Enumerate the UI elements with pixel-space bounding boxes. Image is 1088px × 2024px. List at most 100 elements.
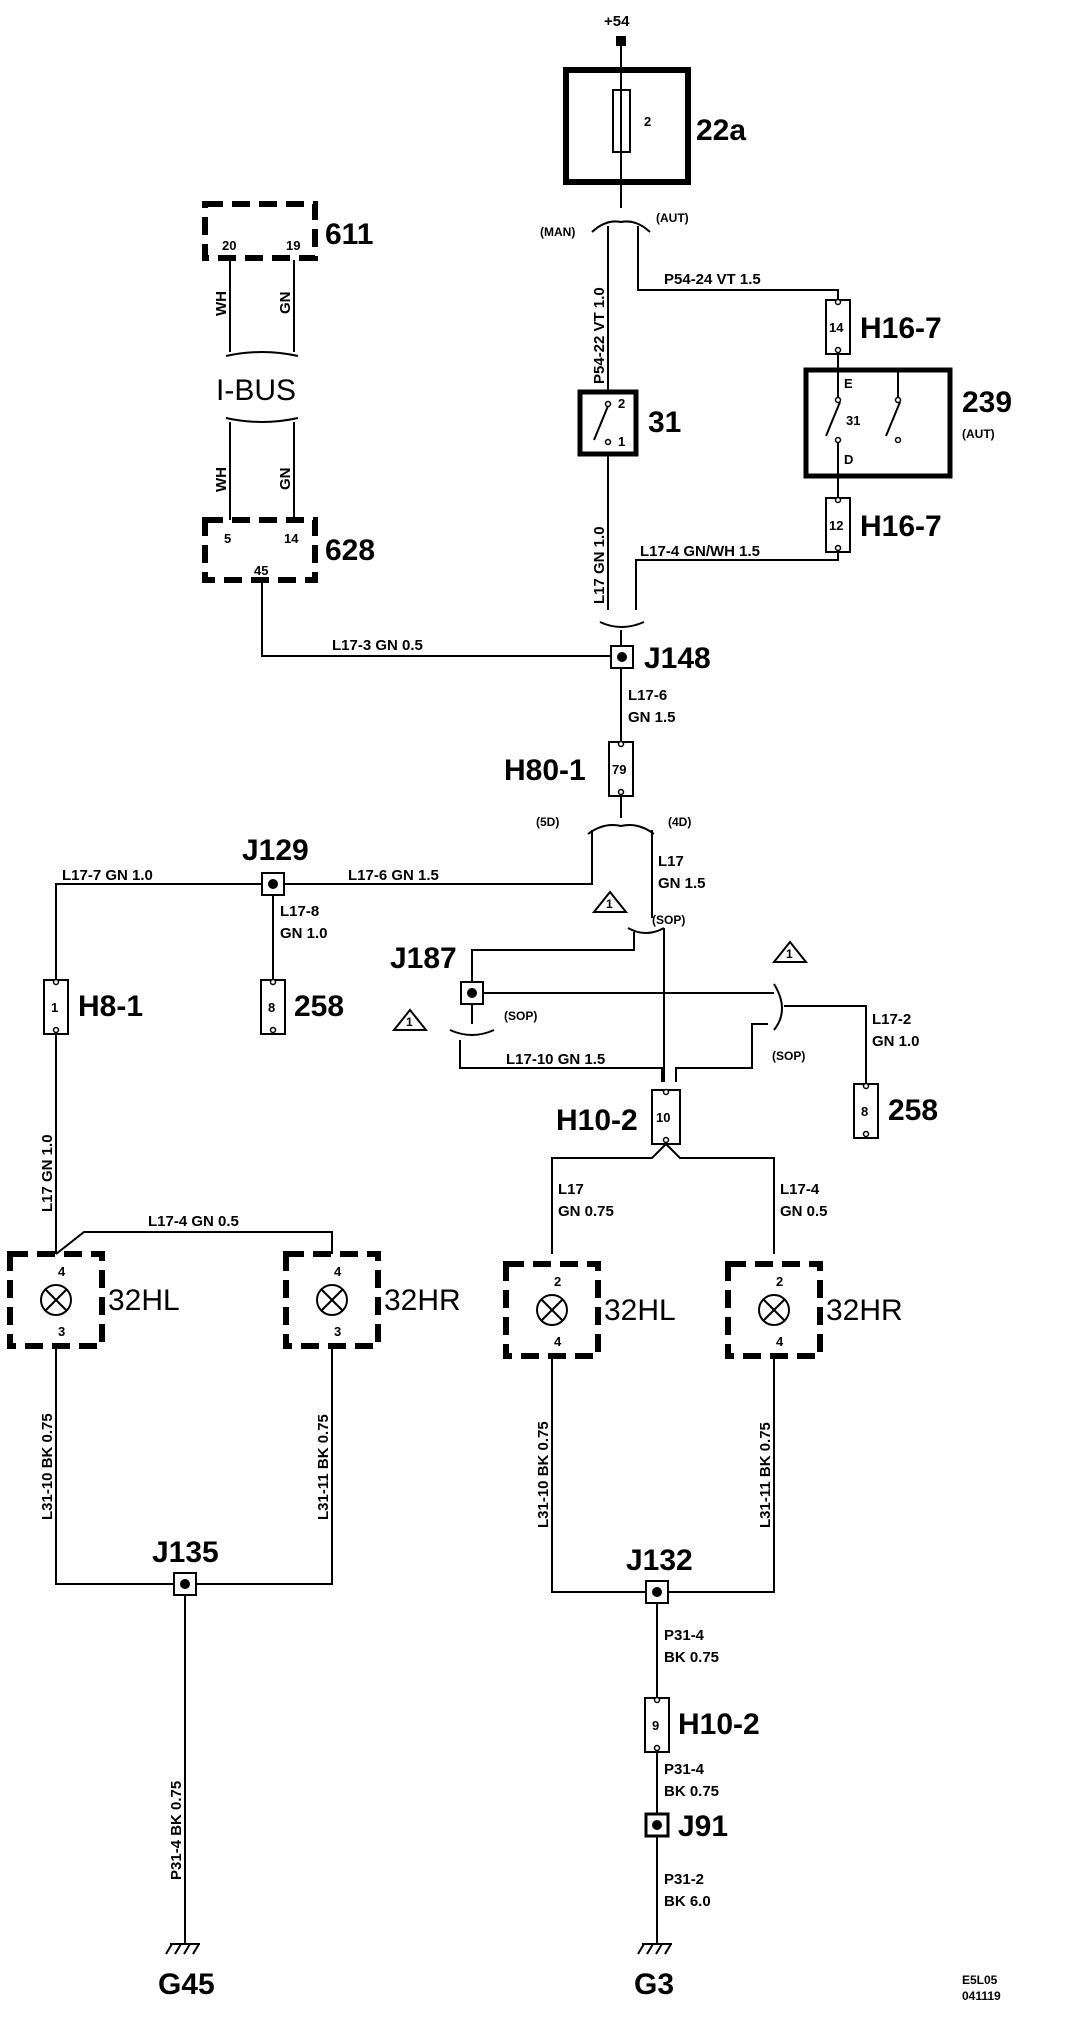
switch-239: E 31 D 239 (AUT) [803,367,1012,479]
variant-sop-1: (SOP) [652,913,685,927]
splice-j129: J129 L17-7 GN 1.0 L17-8 GN 1.0 [55,834,328,980]
wire-p31-4-b1: BK 0.75 [664,1649,719,1666]
wire-p31-4-b2: BK 0.75 [664,1783,719,1800]
lamp-l-hr-id: 32HR [384,1284,461,1317]
connector-258-right: 8 258 [853,1082,938,1139]
rhl-pin-bot: 4 [554,1334,562,1349]
ibus: I-BUS WH GN WH GN [213,260,299,520]
variant-5d: (5D) [536,815,559,829]
j148-label: J148 [644,642,711,675]
wire-l17-6-a: L17-6 [628,687,667,704]
j135-label: J135 [152,1536,219,1569]
wire-l17-left: L17 GN 1.0 [39,1134,56,1212]
h80-1-pin: 79 [612,762,626,777]
ibus-gn-top: GN [277,292,294,315]
h10-2-bot-id: H10-2 [678,1708,760,1741]
variant-sop-2: (SOP) [504,1009,537,1023]
rhr-pin-bot: 4 [776,1334,784,1349]
lamp-32hl-right: 2 4 32HL [503,1261,676,1359]
connector-h10-2-top: 10 H10-2 L17 GN 0.75 L17-4 GN 0.5 [551,1088,828,1254]
611-pin-20: 20 [222,238,236,253]
wire-l17-2-b: GN 1.0 [872,1033,920,1050]
switch-31-id: 31 [648,406,681,439]
wire-p31-4-a2: P31-4 [664,1761,705,1778]
lamp-32hl-left: L17-4 GN 0.5 4 3 32HL [7,1213,333,1349]
wire-l17-6-b: GN 1.5 [628,709,676,726]
wire-l17-2-a: L17-2 [872,1011,911,1028]
lamp-l-hl-id: 32HL [108,1284,180,1317]
connector-258-left: 8 258 [260,978,344,1035]
611-pin-19: 19 [286,238,300,253]
628-pin-14: 14 [284,531,299,546]
wire-l17-4-top: L17-4 GN/WH 1.5 [640,543,760,560]
wire-l17-3: L17-3 GN 0.5 [332,637,423,654]
variant-4d: (4D) [668,815,691,829]
wire-l17-4-mid-b: GN 0.5 [780,1203,828,1220]
wire-p31-4-left: P31-4 BK 0.75 [168,1781,185,1880]
connector-h16-7-bottom: 12 H16-7 L17-4 GN/WH 1.5 [635,476,942,610]
supply-terminal: +54 [604,13,630,90]
wire-l17-mid-a: L17 [558,1181,584,1198]
ground-g45: G45 [158,1968,215,2001]
wire-l17-10: L17-10 GN 1.5 [506,1051,605,1068]
man-aut-branch: (MAN) (AUT) P54-24 VT 1.5 P54-22 VT 1.0 [540,211,839,392]
right-ground-network: L31-10 BK 0.75 L31-11 BK 0.75 J132 P31-4… [535,1356,775,1698]
ground-g3: G3 [634,1968,674,2001]
lamp-r-hr-id: 32HR [826,1294,903,1327]
h8-1-id: H8-1 [78,990,143,1023]
wire-p31-2-a: P31-2 [664,1871,704,1888]
j187-label: J187 [390,942,457,975]
wire-p54-24: P54-24 VT 1.5 [664,271,761,288]
wire-l17-8-a: L17-8 [280,903,319,920]
rhr-pin-top: 2 [776,1274,783,1289]
wire-l17-mid-b: GN 0.75 [558,1203,614,1220]
s239-pin-31: 31 [846,413,860,428]
lhl-pin-top: 4 [58,1264,66,1279]
h10-2-bot-pin: 9 [652,1718,659,1733]
fuse-pin: 2 [644,114,651,129]
note-3: 1 [406,1015,413,1029]
s31-pin-2: 2 [618,396,625,411]
wire-l31-11-right: L31-11 BK 0.75 [757,1422,774,1528]
note-1: 1 [606,897,613,911]
wire-l31-10-right: L31-10 BK 0.75 [535,1421,552,1528]
note-2: 1 [786,947,793,961]
628-pin-45: 45 [254,563,268,578]
h16-7-top-pin: 14 [829,320,844,335]
h16-7-top-id: H16-7 [860,312,942,345]
wire-l17-6-c: L17-6 GN 1.5 [348,867,439,884]
wire-l17-7: L17-7 GN 1.0 [62,867,153,884]
splice-j148: J148 L17-6 GN 1.5 [599,621,711,742]
module-628-id: 628 [325,534,375,567]
h16-7-bot-pin: 12 [829,518,843,533]
ibus-wh-top: WH [213,291,230,316]
variant-aut: (AUT) [656,211,689,225]
switch-31: 2 1 31 L17 GN 1.0 [577,389,681,610]
connector-h8-1: 1 H8-1 L17 GN 1.0 [39,978,143,1254]
h8-1-pin: 1 [51,1000,58,1015]
258-left-pin: 8 [268,1000,275,1015]
module-611: 20 19 611 [202,201,373,261]
wire-p54-22: P54-22 VT 1.0 [591,287,608,384]
h10-2-top-id: H10-2 [556,1104,638,1137]
ibus-wh-bot: WH [213,467,230,492]
s31-pin-1: 1 [618,434,625,449]
wire-l17-s31: L17 GN 1.0 [591,526,608,604]
wire-l31-10-left: L31-10 BK 0.75 [39,1413,56,1520]
wire-l31-11-left: L31-11 BK 0.75 [315,1414,332,1520]
splice-j91: J91 P31-2 BK 6.0 G3 [634,1810,728,2001]
variant-sop-3: (SOP) [772,1049,805,1063]
warning-notes: 1 1 1 [391,890,809,1031]
h16-7-bot-id: H16-7 [860,510,942,543]
switch-239-id: 239 [962,386,1012,419]
variant-man: (MAN) [540,225,575,239]
footer-date: 041119 [962,1989,1001,2003]
wire-p31-2-b: BK 6.0 [664,1893,711,1910]
switch-239-aut: (AUT) [962,427,995,441]
s239-pin-d: D [844,452,853,467]
module-611-id: 611 [325,218,373,251]
door-variant-branch: (5D) (4D) L17 GN 1.5 L17-6 GN 1.5 [284,815,706,918]
wire-p31-4-a1: P31-4 [664,1627,705,1644]
connector-h16-7-top: 14 H16-7 [825,298,942,370]
